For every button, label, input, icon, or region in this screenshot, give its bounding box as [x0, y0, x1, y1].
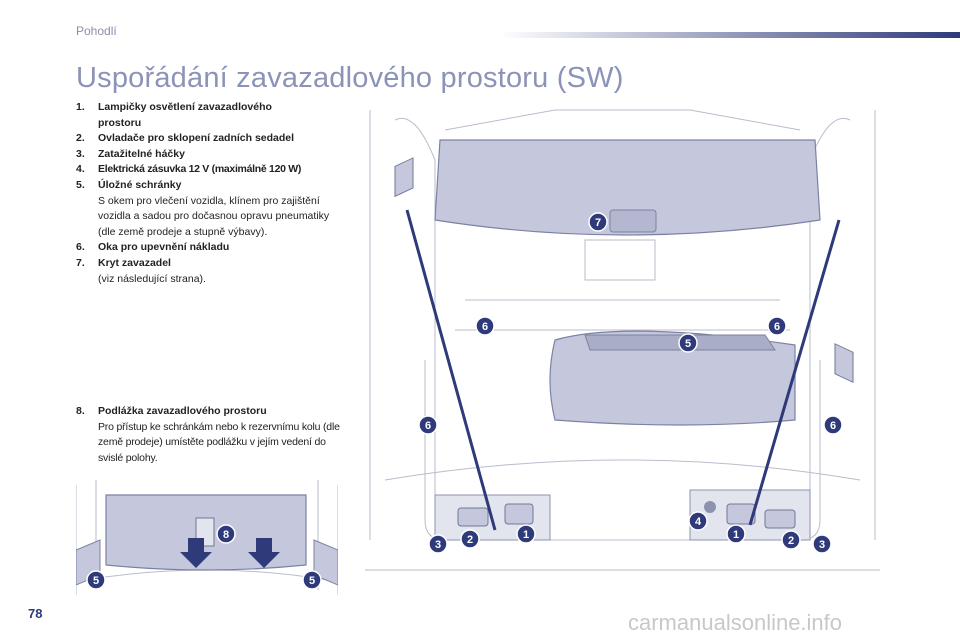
callout-badge: [781, 530, 801, 550]
legend-item-8-row: 8. Podlážka zavazadlového prostoru: [76, 404, 346, 420]
page-number: 78: [28, 606, 43, 621]
legend-num: 6.: [76, 241, 85, 254]
callout-badge: [823, 415, 843, 435]
legend-desc: (viz následující strana).: [98, 272, 206, 285]
callout-label: 5: [685, 338, 691, 350]
section-header: Pohodlí: [76, 24, 117, 38]
callout-badge: [516, 524, 536, 544]
legend-list: 1. Lampičky osvětlení zavazadlového pros…: [76, 100, 346, 287]
watermark: carmanualsonline.info: [628, 610, 843, 635]
legend-item-2: 2. Ovladače pro sklopení zadních sedadel: [76, 131, 346, 147]
folded-seat: [549, 330, 796, 426]
legend-label: Podlážka zavazadlového prostoru: [98, 405, 267, 417]
callout-label: 3: [435, 539, 441, 551]
callout-badge: [678, 333, 698, 353]
legend-item-6: 6. Oka pro upevnění nákladu: [76, 240, 346, 256]
legend-label: Zatažitelné háčky: [98, 147, 185, 160]
callout-label: 6: [425, 420, 431, 432]
callout-badge: [688, 511, 708, 531]
legend-label: Elektrická zásuvka 12 V (maximálně 120 W…: [98, 163, 302, 176]
legend-num: 4.: [76, 163, 85, 176]
callout-label: 6: [774, 321, 780, 333]
arrow-down-icon: [180, 538, 212, 568]
callout-label: 8: [223, 529, 229, 541]
legend-num: 7.: [76, 256, 85, 269]
callout-label: 1: [733, 529, 739, 541]
callout-label: 5: [309, 575, 315, 587]
legend-desc: Pro přístup ke schránkám nebo k rezervní…: [98, 420, 340, 464]
callout-badge: [460, 529, 480, 549]
legend-num: 1.: [76, 101, 85, 113]
legend-item-1: 1. Lampičky osvětlení zavazadlového: [76, 100, 346, 116]
legend-num: 5.: [76, 178, 85, 191]
callout-badge: [726, 524, 746, 544]
legend-item-7: 7. Kryt zavazadel: [76, 256, 346, 272]
legend-label: Úložné schránky: [98, 178, 182, 191]
legend-num: 2.: [76, 132, 85, 145]
page-title: Uspořádání zavazadlového prostoru (SW): [76, 62, 624, 94]
callout-badge: [475, 316, 495, 336]
callout-badge: [428, 534, 448, 554]
floor-illustration: 8 5 5: [76, 480, 338, 595]
trunk-illustration: 7 6 6 5 6 6 4 3 2 1 1 2 3: [365, 109, 880, 571]
legend-desc: S okem pro vlečení vozidla, klínem pro z…: [98, 194, 330, 238]
callout-label: 6: [482, 321, 488, 333]
callout-label: 4: [695, 516, 702, 528]
legend-label: Lampičky osvětlení zavazadlového: [98, 101, 272, 113]
callout-label: 7: [595, 217, 601, 229]
luggage-cover: [434, 139, 821, 236]
legend-num: 3.: [76, 147, 85, 160]
callout-label: 6: [830, 420, 836, 432]
callout-badge: [767, 316, 787, 336]
legend-desc: prostoru: [98, 116, 142, 129]
callout-badge: [86, 570, 106, 590]
legend-item-8: 8. Podlážka zavazadlového prostoru Pro p…: [76, 404, 346, 466]
callout-label: 2: [788, 535, 794, 547]
legend-label: Kryt zavazadel: [98, 256, 171, 269]
callout-badge: [588, 212, 608, 232]
callout-badge: [216, 524, 236, 544]
callout-badges: 7 6 6 5 6 6 4 3 2 1 1 2 3: [418, 212, 843, 554]
callout-badge: [302, 570, 322, 590]
arrow-down-icon: [248, 538, 280, 568]
callout-label: 1: [523, 529, 529, 541]
callout-label: 5: [93, 575, 99, 587]
callout-badge: [418, 415, 438, 435]
callout-badge: [812, 534, 832, 554]
legend-label: Oka pro upevnění nákladu: [98, 241, 230, 254]
legend-item-3: 3. Zatažitelné háčky: [76, 147, 346, 163]
header-bar: [500, 32, 960, 38]
legend-item-4: 4. Elektrická zásuvka 12 V (maximálně 12…: [76, 162, 346, 178]
callout-label: 3: [819, 539, 825, 551]
legend-label: Ovladače pro sklopení zadních sedadel: [98, 132, 295, 145]
callout-badges: 8 5 5: [86, 524, 322, 590]
legend-num: 8.: [76, 405, 85, 417]
callout-label: 2: [467, 534, 473, 546]
legend-item-5: 5. Úložné schránky: [76, 178, 346, 194]
